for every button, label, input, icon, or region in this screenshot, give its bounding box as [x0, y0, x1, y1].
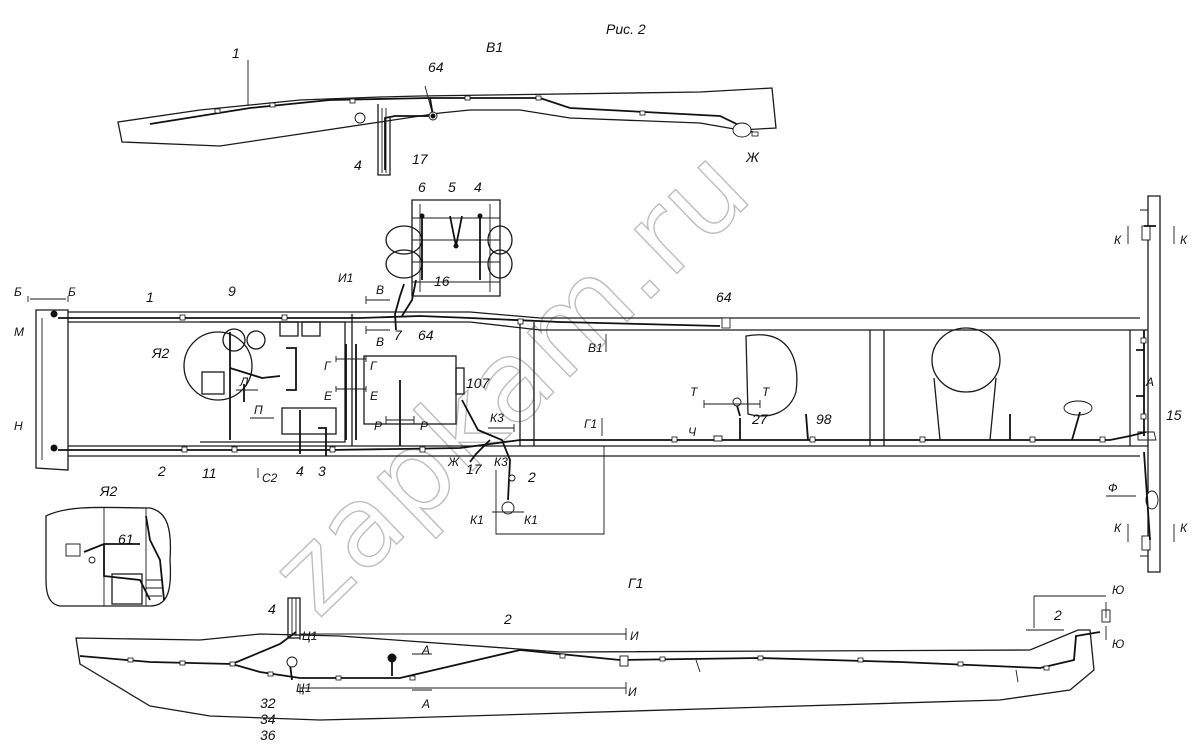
- mark-k-top-right: К: [1180, 233, 1188, 247]
- mark-p: П: [254, 403, 263, 417]
- callout-1-main: 1: [146, 289, 154, 305]
- section-marks: Б Б М Н И1 В В Я2 Л П С2 Г Г Е Е Р Р К3 …: [14, 226, 1188, 542]
- mark-b-right: Б: [68, 285, 76, 299]
- view-label-v1: В1: [486, 39, 503, 55]
- mark-g-right: Г: [370, 359, 378, 373]
- mark-ya2: Я2: [151, 345, 170, 361]
- mark-k-bottom-right: К: [1180, 521, 1188, 535]
- callout-98: 98: [816, 411, 832, 427]
- mark-k-bottom-left: К: [1114, 521, 1122, 535]
- mark-f: Ф: [1108, 481, 1118, 495]
- view-label-g1: Г1: [628, 575, 643, 591]
- mark-ts1-top: Ц1: [302, 629, 317, 643]
- callout-34: 34: [260, 711, 276, 727]
- callout-7: 7: [394, 327, 403, 343]
- mark-ts1-bottom: Ц1: [296, 681, 311, 695]
- callout-9: 9: [228, 283, 236, 299]
- mark-yu-bottom: Ю: [1112, 637, 1124, 651]
- mark-zh: Ж: [447, 455, 460, 469]
- mark-k-top-left: К: [1114, 233, 1122, 247]
- mark-l: Л: [239, 375, 249, 389]
- callout-1-top: 1: [232, 45, 240, 61]
- mark-a-bottom: А: [421, 697, 430, 711]
- mark-i-top: И: [630, 629, 639, 643]
- mark-s2: С2: [262, 471, 278, 485]
- callout-6: 6: [418, 179, 426, 195]
- mark-t-right: Т: [762, 385, 771, 399]
- mark-t-left: Т: [690, 385, 699, 399]
- mark-a-rear: А: [1145, 375, 1154, 389]
- callout-32: 32: [260, 695, 276, 711]
- mark-v-top: В: [376, 283, 384, 297]
- mark-v-bottom: В: [376, 335, 384, 349]
- mark-n: Н: [14, 419, 23, 433]
- mark-e-right: Е: [370, 389, 379, 403]
- view-g1-frame: Г1 4 2: [75, 575, 1124, 743]
- callout-17-main: 17: [466, 461, 483, 477]
- mark-ch: Ч: [688, 425, 697, 439]
- watermark: zapkam.ru: [246, 122, 775, 639]
- callout-17-top: 17: [412, 151, 429, 167]
- callout-zh-top: Ж: [745, 149, 760, 165]
- mark-r-left: Р: [374, 419, 382, 433]
- mark-a-top: А: [421, 643, 430, 657]
- callout-4-top: 4: [354, 157, 362, 173]
- chassis-plan: [35, 195, 1161, 573]
- callout-16: 16: [434, 273, 450, 289]
- mark-k3-bottom: К3: [494, 455, 508, 469]
- main-callouts: 6 5 4 16 7 64 64 9 1 2 11 4 3 107 17 2 2…: [146, 179, 1182, 485]
- callout-2-k1: 2: [527, 469, 536, 485]
- view-v1-frame: 1 64 17 4 Ж: [117, 45, 777, 176]
- callout-4-bottom: 4: [268, 601, 276, 617]
- callout-107: 107: [466, 375, 491, 391]
- callout-61: 61: [118, 531, 134, 547]
- inset-ya2: Я2 61: [45, 483, 172, 607]
- callout-5: 5: [448, 179, 456, 195]
- mark-g1-main: Г1: [584, 417, 597, 431]
- mark-k1-left: К1: [470, 513, 484, 527]
- mark-m: М: [14, 325, 24, 339]
- callout-2-bottom-right: 2: [1053, 607, 1062, 623]
- mark-i1: И1: [338, 271, 353, 285]
- callout-4-battery: 4: [474, 179, 482, 195]
- inset-title: Я2: [99, 483, 118, 499]
- mark-i-bottom: И: [628, 685, 637, 699]
- callout-36: 36: [260, 727, 276, 743]
- figure-title: Рис. 2: [606, 21, 646, 37]
- callout-2-bottom-mid: 2: [503, 611, 512, 627]
- mark-v1: В1: [588, 341, 603, 355]
- callout-64-right: 64: [716, 289, 732, 305]
- callout-15: 15: [1166, 407, 1182, 423]
- callout-11: 11: [202, 465, 217, 481]
- mark-e-left: Е: [324, 389, 333, 403]
- callout-64-mid: 64: [418, 327, 434, 343]
- callout-64-top: 64: [428, 59, 444, 75]
- mark-b-left: Б: [14, 285, 22, 299]
- mark-yu-top: Ю: [1112, 583, 1124, 597]
- mark-g-left: Г: [324, 359, 332, 373]
- callout-2-main: 2: [157, 463, 166, 479]
- callout-27: 27: [751, 411, 769, 427]
- mark-r-right: Р: [420, 419, 428, 433]
- mark-k1-right: К1: [524, 513, 538, 527]
- mark-k3-top: К3: [490, 411, 504, 425]
- callout-3: 3: [318, 463, 326, 479]
- callout-4-main: 4: [296, 463, 304, 479]
